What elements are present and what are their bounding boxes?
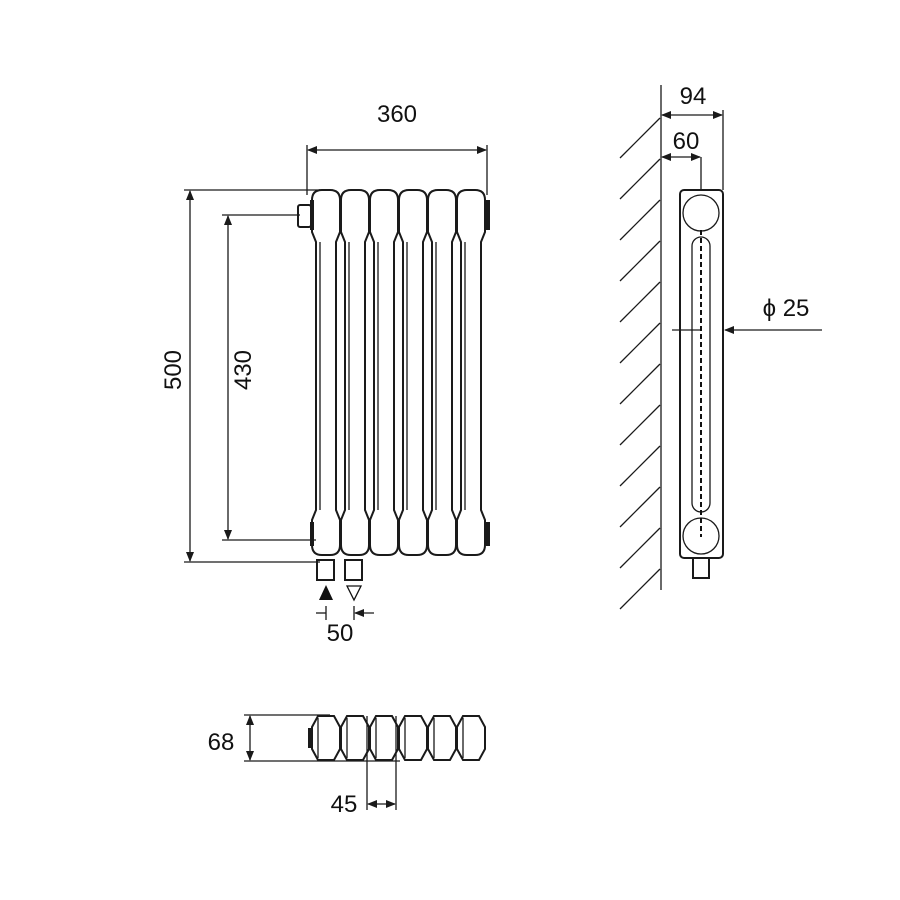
top-view-section <box>398 715 428 761</box>
top-dimensions: 68 45 <box>208 714 400 818</box>
radiator-section <box>456 189 486 556</box>
section-pitch-dimension: 45 <box>331 791 358 818</box>
top-view-section <box>340 715 370 761</box>
left-end-cap-top <box>310 200 314 230</box>
left-end-cap-bottom <box>310 522 314 546</box>
side-pipe <box>692 557 710 579</box>
radiator-section <box>427 189 457 556</box>
top-view <box>308 715 486 761</box>
hatch-line <box>619 240 661 282</box>
top-view-section <box>456 715 486 761</box>
flow-in-triangle-icon <box>319 585 333 600</box>
hatch-line <box>619 322 661 364</box>
pipe-spacing-dimension: 50 <box>327 620 354 647</box>
width-dimension: 360 <box>377 101 417 128</box>
inlet-pipe <box>316 559 335 581</box>
hatch-line <box>619 445 661 487</box>
air-vent-valve <box>297 204 312 228</box>
height-dimension: 500 <box>160 350 187 390</box>
right-end-cap-top <box>486 200 490 230</box>
side-dimensions: 94 60 ϕ 25 <box>661 83 822 334</box>
wall-hatching <box>619 117 661 610</box>
radiator-section <box>398 189 428 556</box>
top-view-section <box>427 715 457 761</box>
flow-out-triangle-icon <box>345 585 363 602</box>
depth-dimension: 94 <box>680 83 707 110</box>
hatch-line <box>619 568 661 610</box>
axis-distance-dimension: 430 <box>230 350 257 390</box>
connection-diameter: ϕ 25 <box>763 295 810 322</box>
top-view-end-cap <box>308 728 311 748</box>
top-view-section <box>369 715 399 761</box>
hatch-line <box>619 199 661 241</box>
hatch-line <box>619 527 661 569</box>
radiator-section <box>311 189 341 556</box>
hatch-line <box>619 404 661 446</box>
top-view-section <box>311 715 341 761</box>
top-view-sections <box>311 715 486 761</box>
front-view <box>297 189 490 602</box>
hatch-line <box>619 117 661 159</box>
radiator-sections <box>311 189 486 556</box>
hatch-line <box>619 363 661 405</box>
hatch-line <box>619 486 661 528</box>
front-dimensions: 360 500 430 50 <box>160 101 488 647</box>
radiator-section <box>340 189 370 556</box>
hatch-line <box>619 158 661 200</box>
hatch-line <box>619 281 661 323</box>
side-view <box>619 85 724 610</box>
depth-dimension-top: 68 <box>208 729 235 756</box>
right-end-cap-bottom <box>486 522 490 546</box>
wall-to-axis-dimension: 60 <box>673 128 700 155</box>
outlet-pipe <box>344 559 363 581</box>
radiator-section <box>369 189 399 556</box>
